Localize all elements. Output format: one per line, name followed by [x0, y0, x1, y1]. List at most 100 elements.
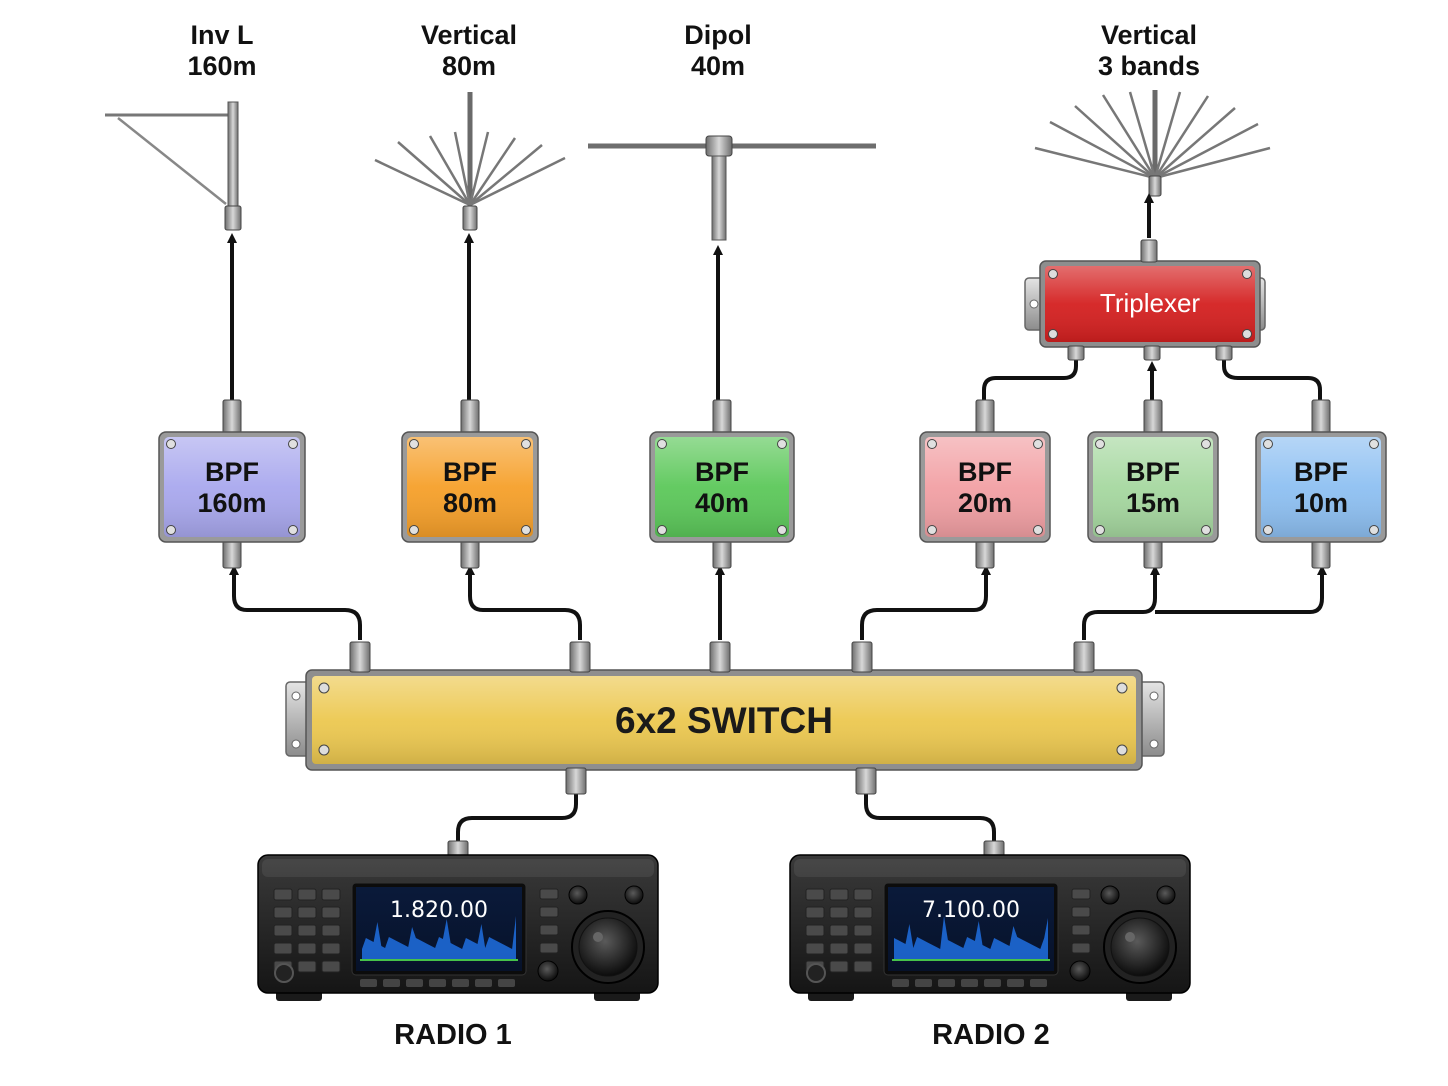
soft-key[interactable]: [1030, 979, 1047, 987]
soft-key[interactable]: [452, 979, 469, 987]
radio-button[interactable]: [1071, 888, 1091, 900]
antenna-label-inv-l: Inv L 160m: [187, 20, 256, 81]
soft-key[interactable]: [429, 979, 446, 987]
inverted-l-antenna-icon: [105, 101, 242, 231]
soft-key[interactable]: [961, 979, 978, 987]
screw-icon: [166, 439, 176, 449]
radio-button[interactable]: [321, 888, 341, 901]
vertical-antenna-80m-icon: [374, 92, 566, 231]
radio-button[interactable]: [297, 924, 317, 937]
antenna-label-line2: 40m: [691, 51, 745, 81]
radio-button[interactable]: [829, 906, 849, 919]
radio-button[interactable]: [539, 906, 559, 918]
radio-button[interactable]: [805, 924, 825, 937]
radio-button[interactable]: [853, 942, 873, 955]
radio-button[interactable]: [539, 942, 559, 954]
screw-icon: [1263, 439, 1273, 449]
radio-button[interactable]: [829, 924, 849, 937]
radio-button[interactable]: [297, 888, 317, 901]
bpf-label-line2: 160m: [197, 488, 266, 518]
screw-icon: [166, 525, 176, 535]
connector: [1311, 399, 1331, 435]
radio-button[interactable]: [853, 924, 873, 937]
radio-button[interactable]: [539, 924, 559, 936]
triplexer-label: Triplexer: [1100, 288, 1201, 318]
soft-key[interactable]: [984, 979, 1001, 987]
soft-key[interactable]: [892, 979, 909, 987]
soft-key[interactable]: [915, 979, 932, 987]
bpf-label-line2: 15m: [1126, 488, 1180, 518]
connector: [222, 539, 242, 569]
connector: [712, 399, 732, 435]
antenna-label-line1: Inv L: [190, 20, 253, 50]
antenna-label-vertical-3-bands: Vertical 3 bands: [1098, 20, 1200, 81]
connector: [222, 399, 242, 435]
bpf-label-line2: 40m: [695, 488, 749, 518]
radio-button[interactable]: [853, 960, 873, 973]
screw-icon: [409, 439, 419, 449]
radio-button[interactable]: [805, 906, 825, 919]
radio-button[interactable]: [273, 924, 293, 937]
bpf-label-line1: BPF: [1294, 457, 1348, 487]
soft-key[interactable]: [1007, 979, 1024, 987]
radio-button[interactable]: [853, 906, 873, 919]
radio-button[interactable]: [1071, 924, 1091, 936]
radio-button[interactable]: [273, 888, 293, 901]
radio-button[interactable]: [297, 960, 317, 973]
radio-button[interactable]: [539, 888, 559, 900]
screw-icon: [1369, 439, 1379, 449]
radio-button[interactable]: [297, 942, 317, 955]
soft-key[interactable]: [360, 979, 377, 987]
radio-button[interactable]: [829, 960, 849, 973]
bpf-label-line2: 80m: [443, 488, 497, 518]
antenna-label-line1: Vertical: [1101, 20, 1197, 50]
screw-icon: [1033, 439, 1043, 449]
radio-button[interactable]: [805, 888, 825, 901]
cables-radios-to-switch: [456, 790, 996, 845]
screw-icon: [927, 525, 937, 535]
radio-button[interactable]: [1071, 906, 1091, 918]
antenna-label-line1: Dipol: [684, 20, 752, 50]
radio-button[interactable]: [805, 942, 825, 955]
vertical-antenna-3-bands-icon: [1034, 90, 1271, 197]
screw-icon: [409, 525, 419, 535]
screw-icon: [288, 525, 298, 535]
radio-button[interactable]: [321, 924, 341, 937]
frequency-readout: 1.820.00: [390, 898, 488, 923]
small-knob-icon[interactable]: [1156, 885, 1176, 905]
small-knob-icon[interactable]: [1069, 960, 1091, 982]
connector: [712, 539, 732, 569]
radio-button[interactable]: [321, 960, 341, 973]
radio-button[interactable]: [1071, 942, 1091, 954]
radio-button[interactable]: [829, 888, 849, 901]
radio-button[interactable]: [829, 942, 849, 955]
soft-key[interactable]: [498, 979, 515, 987]
small-knob-icon[interactable]: [537, 960, 559, 982]
radio-button[interactable]: [273, 906, 293, 919]
screw-icon: [521, 439, 531, 449]
radio-button[interactable]: [853, 888, 873, 901]
spectrum-scope: [894, 916, 1048, 959]
soft-key[interactable]: [938, 979, 955, 987]
cables-filters-to-antennas: [227, 193, 1322, 402]
small-knob-icon[interactable]: [624, 885, 644, 905]
soft-key[interactable]: [475, 979, 492, 987]
switch-label: 6x2 SWITCH: [615, 700, 833, 741]
radio-button[interactable]: [321, 906, 341, 919]
antenna-label-line2: 160m: [187, 51, 256, 81]
screw-icon: [1095, 525, 1105, 535]
screw-icon: [927, 439, 937, 449]
screw-icon: [521, 525, 531, 535]
small-knob-icon[interactable]: [568, 885, 588, 905]
small-knob-icon[interactable]: [1100, 885, 1120, 905]
soft-key[interactable]: [383, 979, 400, 987]
soft-key[interactable]: [406, 979, 423, 987]
radio-button[interactable]: [273, 942, 293, 955]
antenna-label-dipol: Dipol 40m: [684, 20, 752, 81]
screw-icon: [1095, 439, 1105, 449]
connector: [975, 399, 995, 435]
radio-button[interactable]: [297, 906, 317, 919]
radio-button[interactable]: [321, 942, 341, 955]
